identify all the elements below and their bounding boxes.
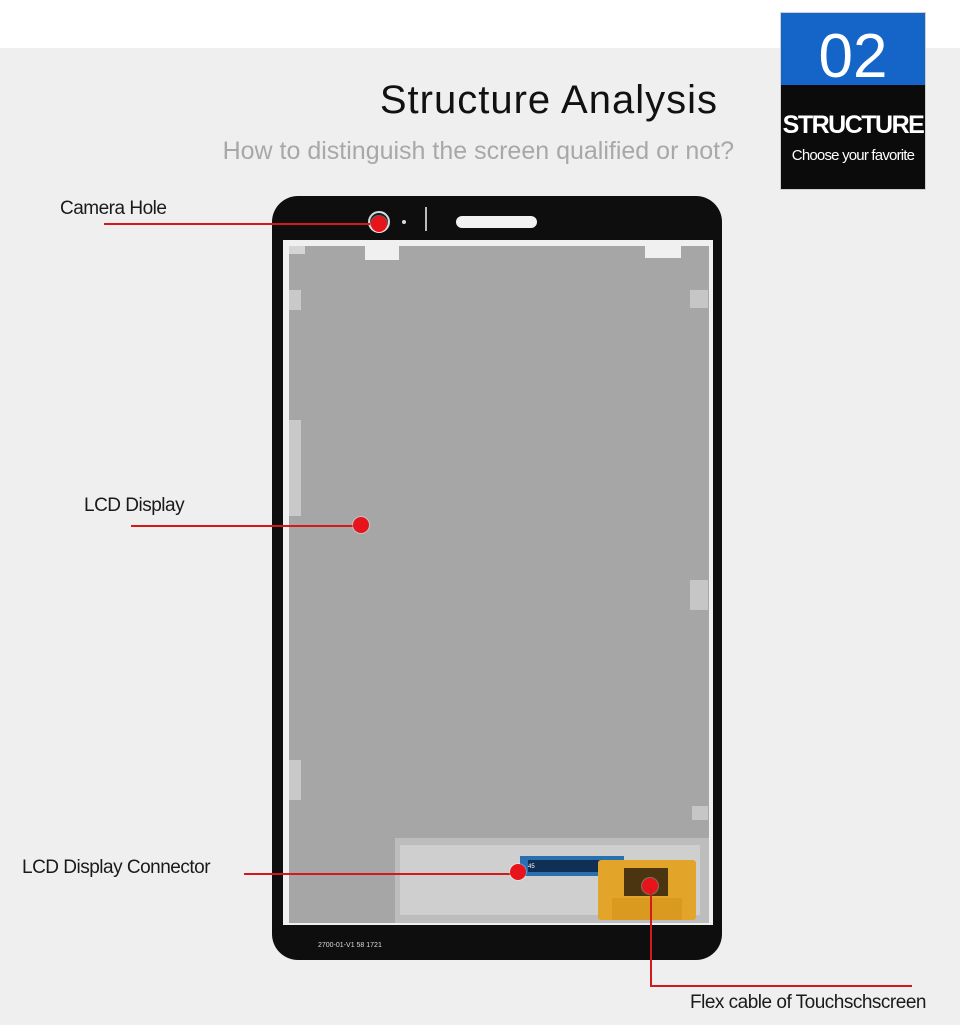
page-title: Structure Analysis	[379, 78, 718, 122]
badge-tagline: Choose your favorite	[791, 147, 915, 164]
callout-dot-flex-cable	[642, 878, 658, 894]
callout-line-flex-cable-vertical	[650, 888, 652, 986]
lcd-frame-tab	[289, 290, 301, 310]
badge-number: 02	[818, 22, 888, 91]
lcd-frame-tab	[289, 420, 301, 516]
lcd-connector-pins	[528, 860, 616, 872]
section-badge: 02 STRUCTURE Choose your favorite	[780, 12, 926, 190]
lcd-frame-tab	[690, 290, 708, 308]
callout-label-flex-cable: Flex cable of Touchschscreen	[690, 992, 926, 1013]
lcd-frame-tab	[365, 240, 399, 260]
lcd-frame-tab	[645, 240, 681, 258]
speaker-grille-icon	[456, 216, 537, 228]
page-subtitle: How to distinguish the screen qualified …	[222, 137, 734, 165]
callout-dot-lcd-display	[353, 517, 369, 533]
lcd-frame-tab	[692, 806, 708, 820]
callout-label-lcd-display: LCD Display	[84, 495, 185, 516]
callout-dot-lcd-connector	[510, 864, 526, 880]
sensor-slit	[425, 207, 427, 231]
lcd-frame-tab	[289, 760, 301, 800]
callout-dot-camera-hole	[371, 216, 387, 232]
panel-print-code: 2700-01-V1 58 1721	[318, 942, 382, 949]
badge-number-panel	[781, 13, 925, 85]
touch-flex-tail	[612, 898, 682, 920]
lcd-frame-tab	[289, 246, 305, 254]
flex-marking: 45	[528, 864, 535, 870]
lcd-display-area	[289, 246, 709, 923]
callout-line-lcd-display	[131, 525, 356, 527]
callout-line-flex-cable-horizontal	[650, 985, 912, 987]
lcd-frame-tab	[690, 580, 708, 610]
sensor-dot-icon	[402, 220, 406, 224]
callout-line-camera-hole	[104, 223, 374, 225]
callout-label-lcd-connector: LCD Display Connector	[22, 857, 211, 878]
callout-label-camera-hole: Camera Hole	[60, 198, 167, 219]
badge-word: STRUCTURE	[782, 111, 925, 139]
callout-line-lcd-connector	[244, 873, 514, 875]
